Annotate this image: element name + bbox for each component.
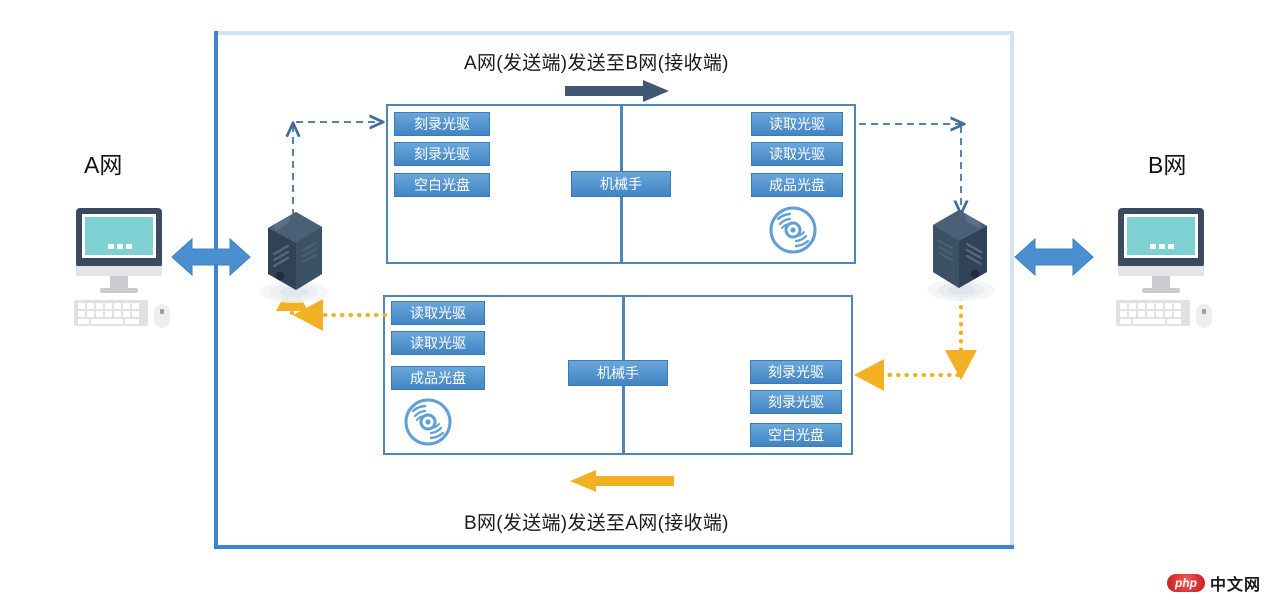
bidirectional-arrow-icon-right bbox=[1014, 235, 1094, 279]
desktop-computer-icon-right bbox=[1112, 208, 1217, 328]
chip-lower-right-1[interactable]: 刻录光驱 bbox=[750, 390, 842, 414]
chip-upper-left-0[interactable]: 刻录光驱 bbox=[394, 112, 490, 136]
chip-lower-robot-arm[interactable]: 机械手 bbox=[568, 360, 668, 386]
left-network-label: A网 bbox=[84, 152, 123, 178]
bidirectional-arrow-icon-left bbox=[171, 235, 251, 279]
watermark-php-badge: php bbox=[1166, 574, 1205, 592]
bottom-flow-title: B网(发送端)发送至A网(接收端) bbox=[464, 513, 729, 534]
system-frame bbox=[214, 31, 1014, 549]
watermark: php 中文网 bbox=[1166, 571, 1261, 595]
bottom-flow-arrow-icon bbox=[570, 470, 674, 492]
frame-right-edge bbox=[1010, 31, 1014, 549]
chip-upper-robot-arm[interactable]: 机械手 bbox=[571, 171, 671, 197]
chip-lower-right-0[interactable]: 刻录光驱 bbox=[750, 360, 842, 384]
chip-upper-right-2[interactable]: 成品光盘 bbox=[751, 173, 843, 197]
server-tower-icon-left bbox=[258, 206, 330, 306]
frame-left-edge bbox=[214, 31, 218, 549]
optical-disc-icon-lower bbox=[403, 397, 453, 447]
right-network-label: B网 bbox=[1148, 152, 1187, 178]
top-flow-arrow-icon bbox=[565, 80, 669, 102]
chip-upper-left-1[interactable]: 刻录光驱 bbox=[394, 142, 490, 166]
frame-top-edge bbox=[214, 31, 1014, 35]
frame-bottom-edge bbox=[214, 545, 1014, 549]
chip-lower-left-1[interactable]: 读取光驱 bbox=[391, 331, 485, 355]
chip-lower-left-0[interactable]: 读取光驱 bbox=[391, 301, 485, 325]
desktop-computer-icon-left bbox=[70, 208, 175, 328]
top-flow-title: A网(发送端)发送至B网(接收端) bbox=[464, 53, 729, 74]
watermark-text: 中文网 bbox=[1209, 577, 1261, 594]
chip-lower-right-2[interactable]: 空白光盘 bbox=[750, 423, 842, 447]
chip-upper-left-2[interactable]: 空白光盘 bbox=[394, 173, 490, 197]
server-tower-icon-right bbox=[925, 204, 997, 304]
chip-upper-right-1[interactable]: 读取光驱 bbox=[751, 142, 843, 166]
chip-upper-right-0[interactable]: 读取光驱 bbox=[751, 112, 843, 136]
optical-disc-icon-upper bbox=[768, 205, 818, 255]
chip-lower-left-2[interactable]: 成品光盘 bbox=[391, 366, 485, 390]
